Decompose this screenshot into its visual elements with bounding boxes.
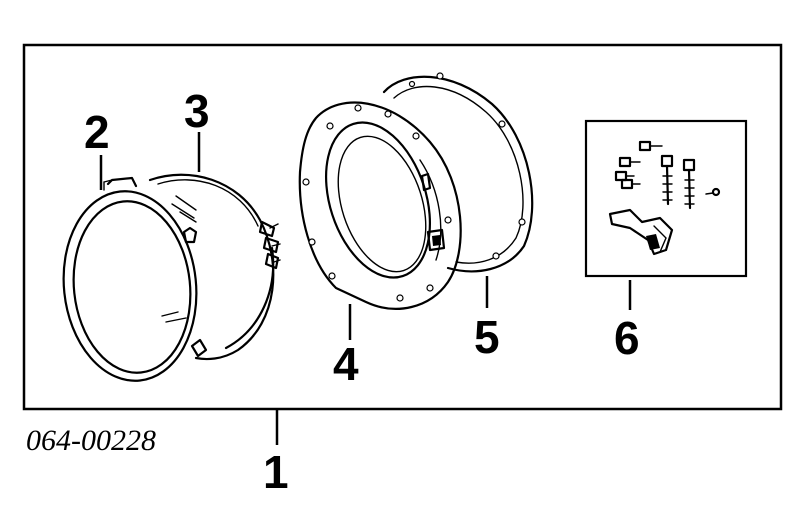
part-number-label: 064-00228 [26,424,156,457]
callout-3: 3 [184,85,210,137]
screw-icon [638,140,663,152]
small-screw-icon [705,187,721,197]
sealed-beam-drawing [148,173,281,361]
adjuster-bracket-icon [608,208,674,256]
callout-6: 6 [614,312,640,364]
hardware-kit-drawing [608,140,721,256]
gasket-drawing [382,72,534,273]
screw-icon [614,170,635,182]
hardware-kit-box [584,119,748,278]
callout-2: 2 [84,106,110,158]
bolt-icon [682,158,696,210]
callout-5: 5 [474,311,500,363]
assembly-frame [22,43,783,411]
callout-4: 4 [333,338,359,390]
bolt-icon [660,154,674,206]
screw-icon [620,178,641,190]
screw-icon [618,156,641,168]
bezel-ring-drawing [62,176,198,382]
callout-1: 1 [263,446,289,498]
mounting-ring-drawing [298,101,462,310]
